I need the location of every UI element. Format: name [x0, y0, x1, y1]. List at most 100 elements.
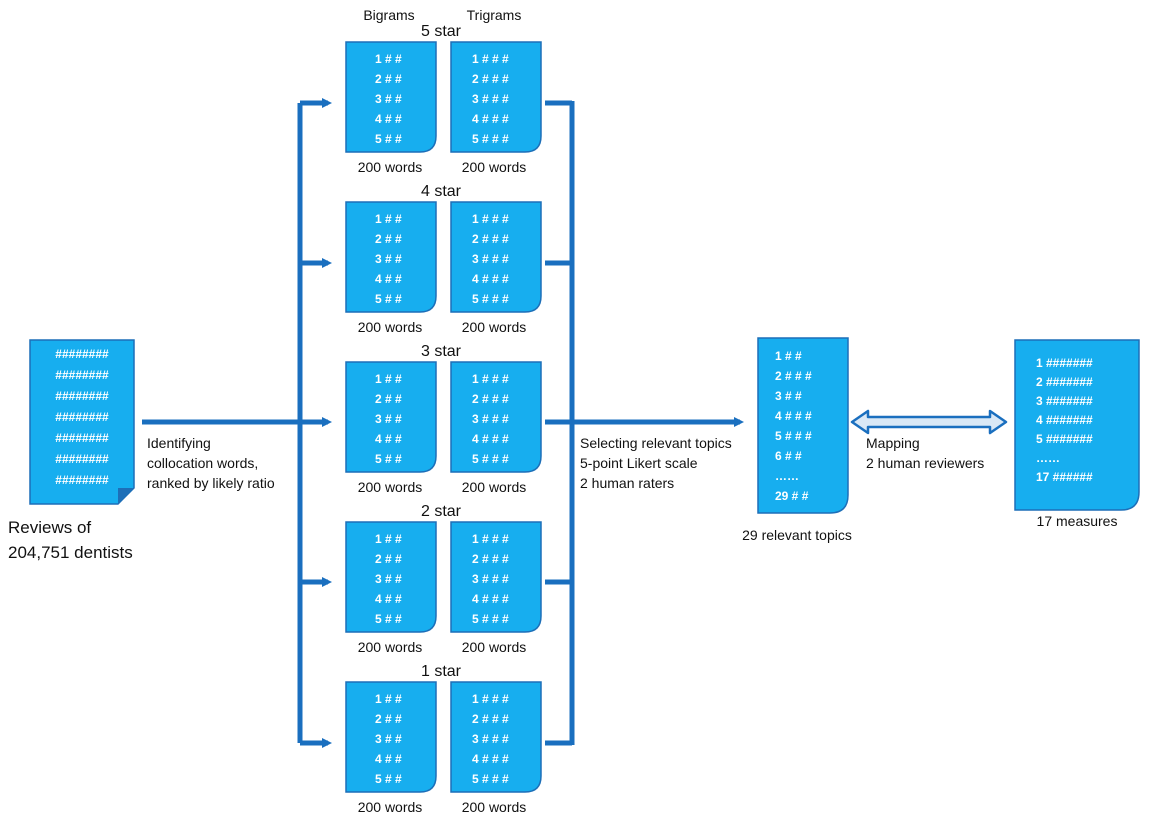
- bigram-line: 2 # #: [375, 552, 402, 566]
- star-group-title: 3 star: [421, 343, 462, 360]
- step2-label-line1: Selecting relevant topics: [580, 435, 732, 451]
- bigram-caption: 200 words: [358, 799, 423, 815]
- star-group-title: 2 star: [421, 503, 462, 520]
- trigram-caption: 200 words: [462, 799, 527, 815]
- topic-line: 2 # # #: [775, 369, 812, 383]
- trigram-document: 1 # # #2 # # #3 # # #4 # # #5 # # #: [450, 41, 542, 153]
- trigram-line: 4 # # #: [472, 592, 509, 606]
- bigram-line: 2 # #: [375, 712, 402, 726]
- bigram-caption: 200 words: [358, 639, 423, 655]
- measures-caption: 17 measures: [1037, 513, 1118, 529]
- mapping-double-arrow: [850, 409, 1008, 435]
- topic-line: 6 # #: [775, 449, 802, 463]
- step1-label-line1: Identifying: [147, 435, 211, 451]
- fan-in-connectors: [545, 100, 744, 746]
- topic-line: 4 # # #: [775, 409, 812, 423]
- topic-line: 3 # #: [775, 389, 802, 403]
- measures-document-lines: 1 #######2 #######3 #######4 #######5 ##…: [1036, 356, 1093, 484]
- trigram-document: 1 # # #2 # # #3 # # #4 # # #5 # # #: [450, 681, 542, 793]
- measure-line: 2 #######: [1036, 375, 1093, 389]
- source-line: ########: [55, 431, 109, 445]
- trigram-document-shape: [450, 41, 542, 153]
- bigram-caption: 200 words: [358, 319, 423, 335]
- bigram-document: 1 # #2 # #3 # #4 # #5 # #: [345, 681, 437, 793]
- bigram-line: 3 # #: [375, 572, 402, 586]
- trigram-document-shape: [450, 361, 542, 473]
- bigram-line: 1 # #: [375, 532, 402, 546]
- column-header-bigrams: Bigrams: [363, 7, 414, 23]
- star-group-title: 4 star: [421, 183, 462, 200]
- trigram-line: 5 # # #: [472, 452, 509, 466]
- bigram-document-shape: [345, 361, 437, 473]
- topic-line: 1 # #: [775, 349, 802, 363]
- source-caption-line2: 204,751 dentists: [8, 543, 133, 562]
- trigram-caption: 200 words: [462, 159, 527, 175]
- bigram-line: 2 # #: [375, 232, 402, 246]
- bigram-document: 1 # # 2 # # 3 # # 4 # # 5 # #: [345, 41, 437, 153]
- bigram-line: 1 # #: [375, 52, 402, 66]
- trigram-line: 5 # # #: [472, 612, 509, 626]
- trigram-line: 2 # # #: [472, 72, 509, 86]
- trigram-line: 4 # # #: [472, 272, 509, 286]
- topics-document-shape: [757, 337, 849, 514]
- trigram-line: 2 # # #: [472, 552, 509, 566]
- bigram-line: 5 # #: [375, 772, 402, 786]
- measures-document: 1 #######2 #######3 #######4 #######5 ##…: [1014, 339, 1140, 511]
- source-line: ########: [55, 389, 109, 403]
- bigram-document: 1 # #2 # #3 # #4 # #5 # #: [345, 361, 437, 473]
- step3-label-line1: Mapping: [866, 435, 920, 451]
- bigram-document: 1 # #2 # #3 # #4 # #5 # #: [345, 201, 437, 313]
- trigram-line: 2 # # #: [472, 392, 509, 406]
- source-document-lines: ######## ######## ######## ######## ########…: [55, 347, 109, 487]
- source-line: ########: [55, 347, 109, 361]
- trigram-line: 3 # # #: [472, 732, 509, 746]
- topic-line: 29 # #: [775, 489, 809, 503]
- bigram-line: 1 # #: [375, 372, 402, 386]
- bigram-document-shape: [345, 521, 437, 633]
- measure-line: 17 ######: [1036, 470, 1093, 484]
- source-line: ########: [55, 410, 109, 424]
- bigram-line: 3 # #: [375, 92, 402, 106]
- trigram-line: 2 # # #: [472, 232, 509, 246]
- step2-label-line2: 5-point Likert scale: [580, 455, 698, 471]
- bigram-line: 4 # #: [375, 592, 402, 606]
- bigram-document-shape: [345, 41, 437, 153]
- source-line: ########: [55, 368, 109, 382]
- bigram-line: 4 # #: [375, 112, 402, 126]
- step1-label-line3: ranked by likely ratio: [147, 475, 275, 491]
- bigram-line: 4 # #: [375, 432, 402, 446]
- measure-line: ……: [1036, 451, 1060, 465]
- trigram-document: 1 # # #2 # # #3 # # #4 # # #5 # # #: [450, 201, 542, 313]
- trigram-line: 4 # # #: [472, 432, 509, 446]
- bigram-line: 5 # #: [375, 132, 402, 146]
- bigram-caption: 200 words: [358, 159, 423, 175]
- bigram-line: 2 # #: [375, 72, 402, 86]
- star-group-title: 1 star: [421, 663, 462, 680]
- trigram-line: 4 # # #: [472, 112, 509, 126]
- measures-document-shape: [1014, 339, 1140, 511]
- source-line: ########: [55, 473, 109, 487]
- trigram-line: 5 # # #: [472, 772, 509, 786]
- source-line: ########: [55, 452, 109, 466]
- trigram-document-shape: [450, 521, 542, 633]
- trigram-line: 3 # # #: [472, 92, 509, 106]
- bigram-document-shape: [345, 681, 437, 793]
- topic-line: ……: [775, 469, 799, 483]
- bigram-caption: 200 words: [358, 479, 423, 495]
- trigram-document-shape: [450, 681, 542, 793]
- trigram-document: 1 # # #2 # # #3 # # #4 # # #5 # # #: [450, 361, 542, 473]
- bigram-line: 3 # #: [375, 252, 402, 266]
- bigram-line: 4 # #: [375, 752, 402, 766]
- measure-line: 5 #######: [1036, 432, 1093, 446]
- trigram-line: 1 # # #: [472, 532, 509, 546]
- trigram-document: 1 # # #2 # # #3 # # #4 # # #5 # # #: [450, 521, 542, 633]
- bigram-line: 2 # #: [375, 392, 402, 406]
- step3-label-line2: 2 human reviewers: [866, 455, 984, 471]
- source-caption-line1: Reviews of: [8, 518, 91, 537]
- topics-caption: 29 relevant topics: [742, 527, 852, 543]
